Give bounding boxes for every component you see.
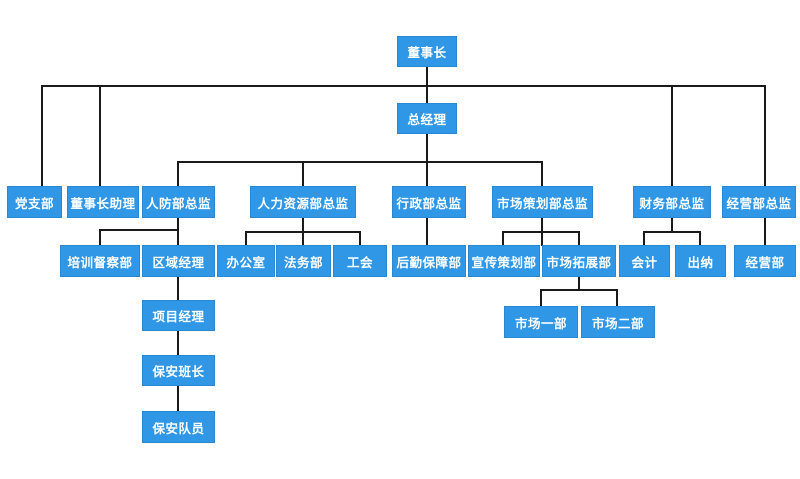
node-security-guard: 保安队员	[142, 411, 215, 443]
node-admin-director: 行政部总监	[392, 186, 466, 218]
node-hr-director: 人力资源部总监	[250, 186, 356, 218]
node-union: 工会	[333, 245, 387, 277]
node-civil-defense-director: 人防部总监	[142, 186, 215, 218]
node-finance-director: 财务部总监	[633, 186, 711, 218]
node-operations: 经营部	[734, 245, 796, 277]
node-regional-manager: 区域经理	[142, 245, 215, 277]
node-security-team-leader: 保安班长	[142, 355, 215, 386]
node-operations-director: 经营部总监	[722, 186, 796, 218]
node-marketing-planning-director: 市场策划部总监	[492, 186, 593, 218]
node-chairman-assistant: 董事长助理	[67, 186, 139, 218]
node-accounting: 会计	[619, 245, 670, 277]
node-party-branch: 党支部	[7, 186, 62, 218]
node-office: 办公室	[217, 245, 275, 277]
node-training-inspection: 培训督察部	[60, 245, 140, 277]
node-chairman: 董事长	[397, 36, 457, 67]
node-promotion-planning: 宣传策划部	[468, 245, 540, 277]
node-market-dept-1: 市场一部	[504, 306, 578, 338]
node-cashier: 出纳	[675, 245, 726, 277]
node-logistics: 后勤保障部	[392, 245, 466, 277]
node-market-expansion: 市场拓展部	[542, 245, 616, 277]
node-general-manager: 总经理	[397, 103, 457, 134]
node-project-manager: 项目经理	[142, 300, 215, 331]
node-market-dept-2: 市场二部	[581, 306, 655, 338]
node-legal: 法务部	[276, 245, 331, 277]
